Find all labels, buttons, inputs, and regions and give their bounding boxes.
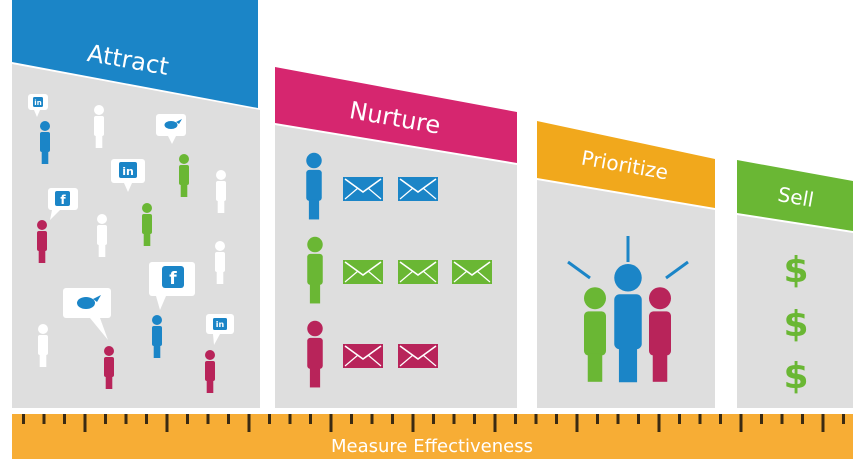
dollar-icon: $ — [783, 304, 808, 345]
sell-dollars: $ $ $ — [783, 250, 808, 397]
twitter-bubble-icon — [156, 114, 186, 144]
attract-banner — [12, 0, 258, 108]
email-icon — [342, 176, 384, 202]
linkedin-bubble-icon: in — [206, 314, 234, 345]
ruler-tick — [821, 414, 825, 432]
ruler-tick — [268, 414, 271, 424]
ruler-tick — [227, 414, 230, 424]
nurture-row-magenta — [307, 320, 438, 388]
facebook-bubble-icon: f — [48, 188, 78, 220]
ruler-tick — [534, 414, 538, 424]
email-icon — [452, 260, 492, 284]
email-icon — [343, 344, 383, 368]
dollar-icon: $ — [783, 356, 808, 397]
ruler-tick — [739, 414, 743, 432]
ruler-ticks — [22, 414, 845, 432]
nurture-panel — [275, 125, 517, 408]
email-icon — [397, 176, 439, 202]
svg-text:f: f — [60, 193, 66, 207]
email-icon — [343, 260, 383, 284]
sell-banner — [737, 160, 853, 231]
ruler-tick — [493, 414, 497, 432]
linkedin-bubble-icon: in — [28, 94, 48, 117]
sell-panel — [737, 215, 853, 408]
ruler-tick — [514, 414, 517, 424]
ruler-tick — [42, 414, 46, 424]
dollar-icon: $ — [783, 250, 808, 291]
prioritize-banner — [537, 121, 715, 208]
ruler-tick — [124, 414, 128, 424]
svg-text:in: in — [122, 165, 134, 178]
ruler-tick — [719, 414, 722, 424]
ruler-tick — [104, 414, 107, 424]
ruler-tick — [596, 414, 599, 424]
ruler-tick — [555, 414, 558, 424]
ruler-tick — [452, 414, 456, 424]
ruler-tick — [206, 414, 210, 424]
svg-text:f: f — [169, 269, 177, 289]
prioritized-lead-group — [567, 236, 689, 383]
ruler-label: Measure Effectiveness — [331, 436, 533, 457]
ruler-tick — [83, 414, 87, 432]
ruler-tick — [801, 414, 804, 424]
ruler-tick — [657, 414, 661, 432]
ruler-tick — [370, 414, 374, 424]
ruler-tick — [165, 414, 169, 432]
ruler-tick — [760, 414, 763, 424]
svg-text:in: in — [216, 320, 225, 329]
email-icon — [398, 260, 438, 284]
ruler-tick — [637, 414, 640, 424]
ruler-tick — [350, 414, 353, 424]
ruler-tick — [391, 414, 394, 424]
email-icon — [398, 344, 438, 368]
ruler-tick — [63, 414, 66, 424]
ruler-tick — [473, 414, 476, 424]
ruler-tick — [698, 414, 702, 424]
ruler-tick — [678, 414, 681, 424]
ruler-tick — [22, 414, 25, 424]
ruler-tick — [842, 414, 845, 424]
ruler-tick — [329, 414, 333, 432]
nurture-banner — [275, 67, 517, 163]
facebook-bubble-icon: f — [149, 262, 195, 310]
twitter-bubble-icon — [63, 288, 111, 340]
ruler-tick — [247, 414, 251, 432]
ruler-tick — [186, 414, 189, 424]
nurture-row-green — [307, 236, 492, 304]
ruler-tick — [432, 414, 435, 424]
ruler-tick — [411, 414, 415, 432]
attract-panel — [12, 64, 260, 408]
ruler-tick — [288, 414, 292, 424]
ruler-tick — [780, 414, 784, 424]
ruler-tick — [575, 414, 579, 432]
ruler-tick — [616, 414, 620, 424]
linkedin-bubble-icon: in — [111, 159, 145, 192]
svg-text:in: in — [34, 99, 41, 107]
ruler-tick — [309, 414, 312, 424]
ruler-tick — [145, 414, 148, 424]
